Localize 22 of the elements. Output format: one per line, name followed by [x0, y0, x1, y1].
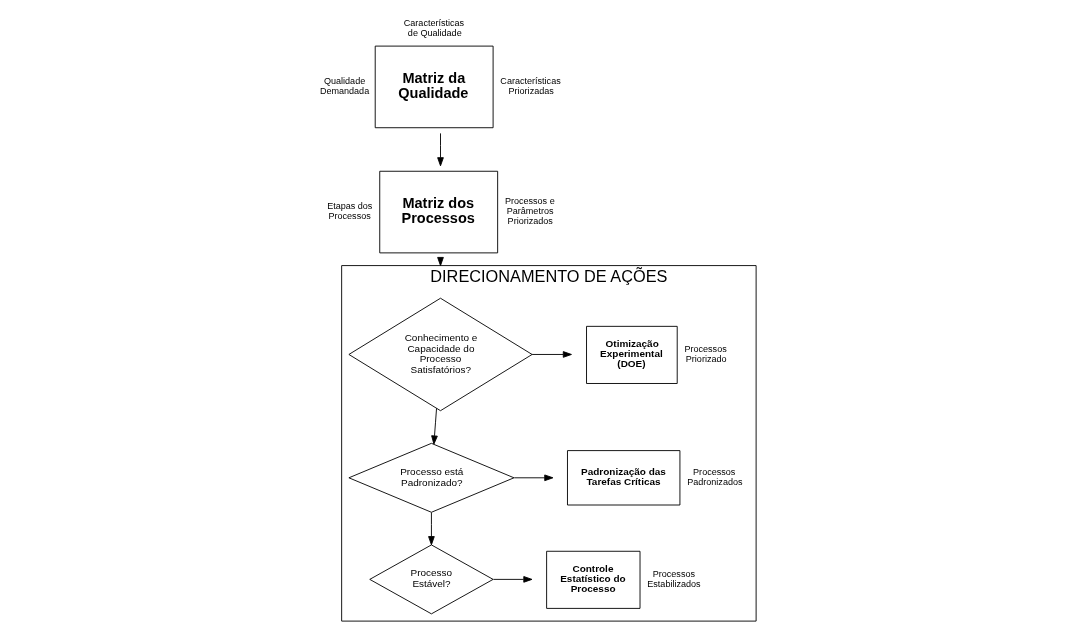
node-box: Matriz da Qualidade — [374, 45, 494, 129]
node-label: Qualidade Demandada — [319, 76, 370, 97]
arrow — [531, 351, 572, 358]
arrow — [431, 407, 438, 445]
node-box: Matriz dos Processos — [379, 170, 499, 254]
node-label: Características Priorizadas — [500, 76, 561, 97]
arrow — [428, 512, 435, 546]
node-diamond: Conhecimento e Capacidade do Processo Satisfatórios? — [348, 297, 533, 412]
node-label: Processos Estabilizados — [647, 569, 701, 590]
node-box: Controle Estatístico do Processo — [546, 550, 641, 609]
arrow — [437, 132, 444, 167]
node-label: Processos e Parâmetros Priorizados — [504, 196, 555, 227]
node-label: Processos Priorizado — [684, 344, 727, 365]
node-diamond: Processo está Padronizado? — [348, 442, 515, 513]
node-box: Otimização Experimental (DOE) — [586, 325, 678, 384]
node-box: Padronização das Tarefas Críticas — [567, 450, 681, 506]
arrow — [513, 474, 554, 482]
arrow — [492, 576, 533, 583]
node-label: Características de Qualidade — [403, 18, 465, 39]
node-diamond: Processo Estável? — [369, 544, 494, 615]
node-label: Etapas dos Processos — [327, 201, 373, 222]
node-label: Processos Padronizados — [687, 467, 743, 488]
